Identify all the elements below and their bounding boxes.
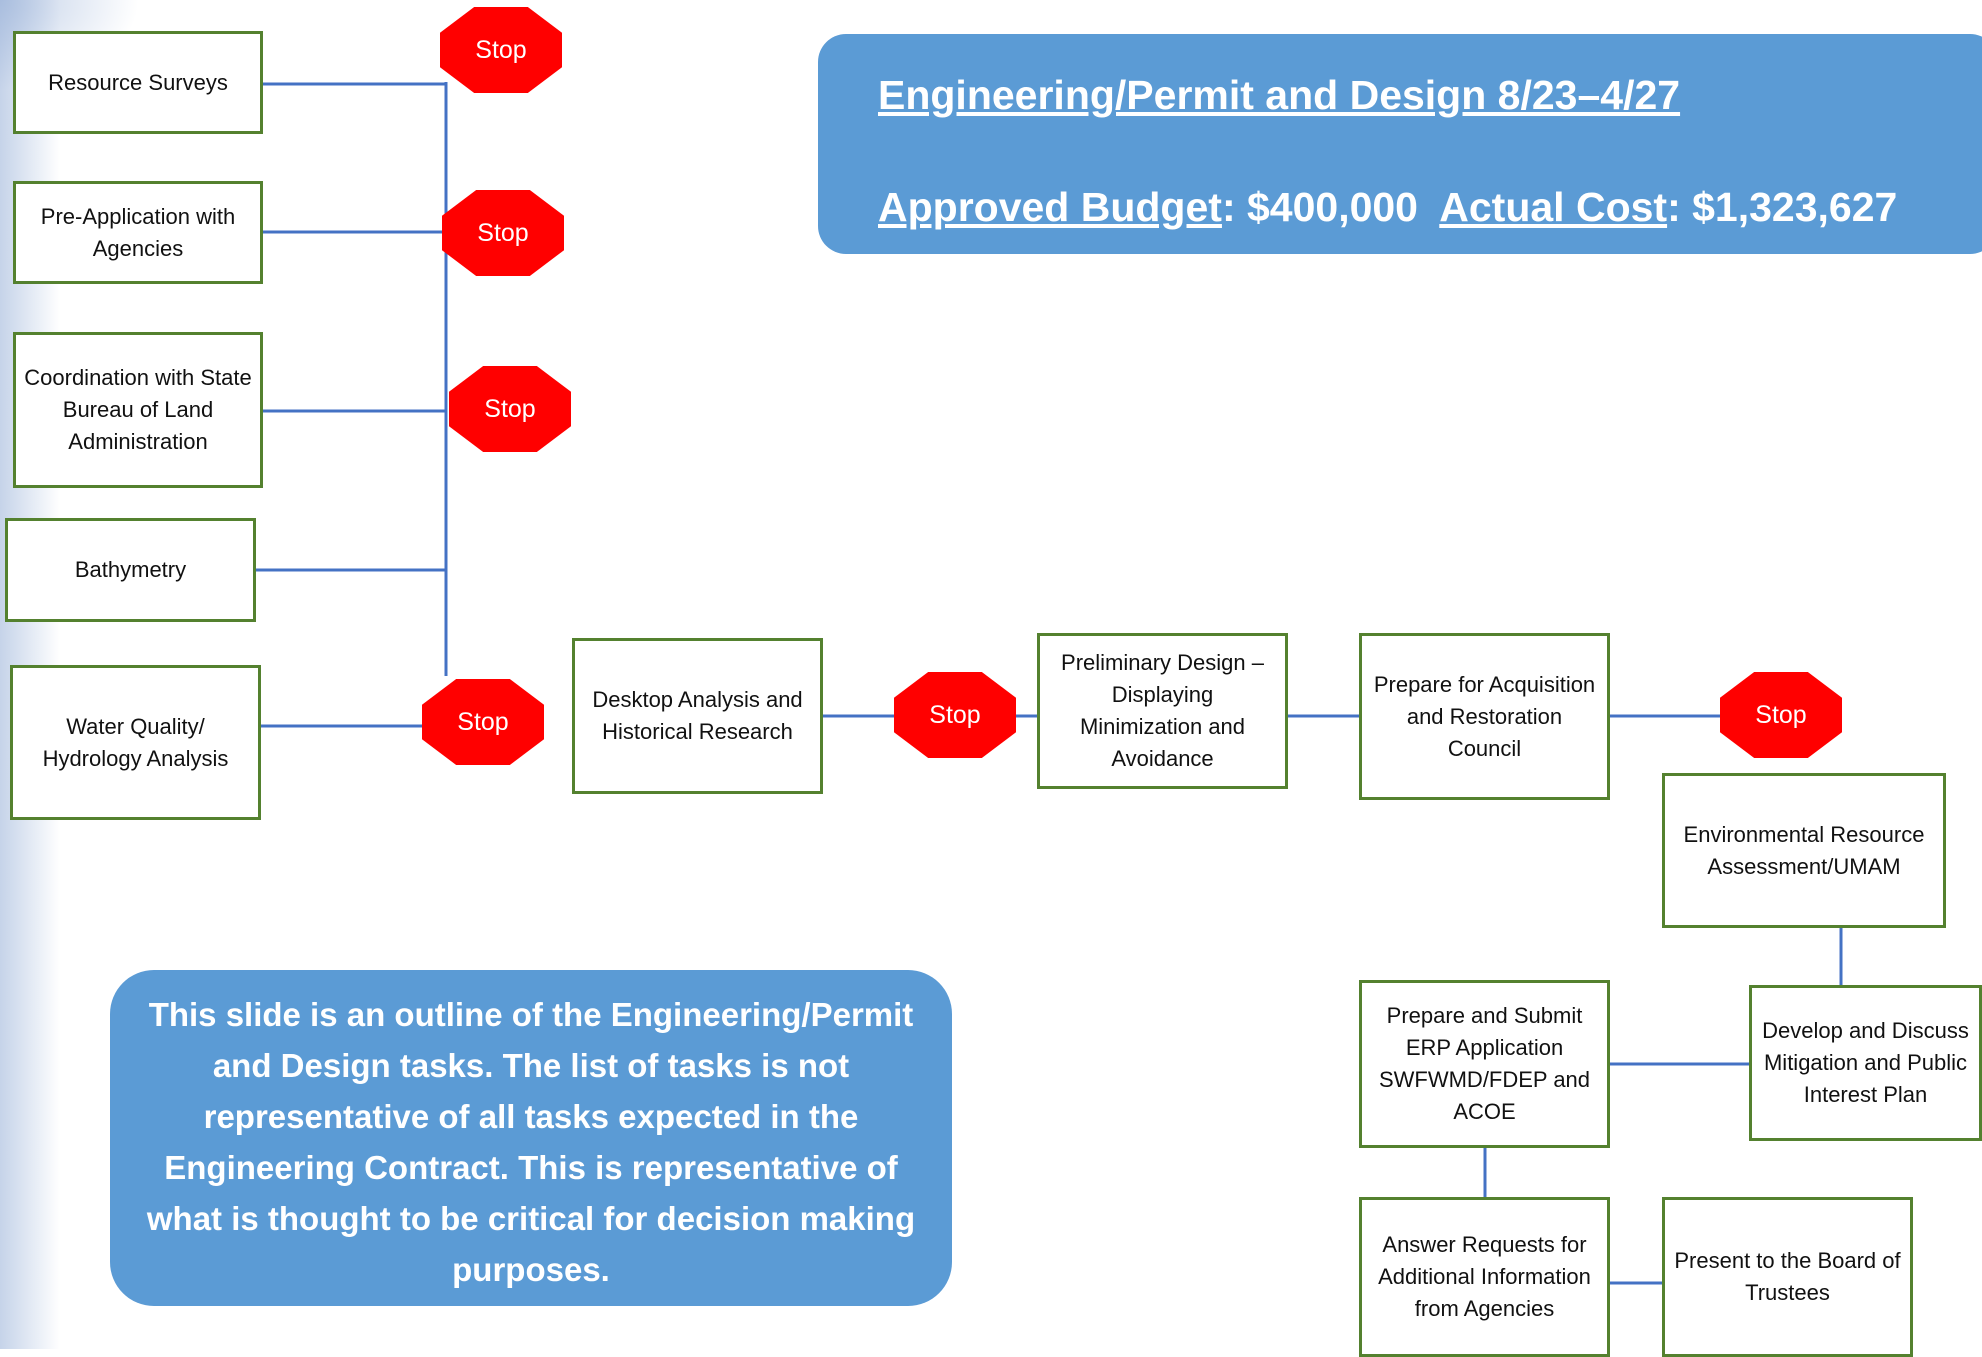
task-water-quality: Water Quality/ Hydrology Analysis [10, 665, 261, 820]
task-prepare-acquisition: Prepare for Acquisition and Restoration … [1359, 633, 1610, 800]
task-resource-surveys: Resource Surveys [13, 31, 263, 134]
actual-cost-label: Actual Cost [1439, 184, 1668, 230]
phase-title: Engineering/Permit and Design 8/23–4/27 [878, 72, 1681, 118]
disclaimer-text: This slide is an outline of the Engineer… [146, 996, 916, 1288]
budget-line: Approved Budget: $400,000 Actual Cost: $… [878, 184, 1897, 231]
task-coordination: Coordination with State Bureau of Land A… [13, 332, 263, 488]
task-desktop-analysis: Desktop Analysis and Historical Research [572, 638, 823, 794]
disclaimer-callout: This slide is an outline of the Engineer… [110, 970, 952, 1306]
task-environmental-assessment: Environmental Resource Assessment/UMAM [1662, 773, 1946, 928]
task-label: Water Quality/ Hydrology Analysis [42, 713, 229, 771]
task-label: Prepare and Submit ERP Application SWFWM… [1378, 1003, 1591, 1124]
task-prepare-erp: Prepare and Submit ERP Application SWFWM… [1359, 980, 1610, 1148]
stop-sign-water-quality: Stop [422, 679, 544, 765]
stop-sign-coordination: Stop [449, 366, 571, 452]
stop-sign-resource-surveys: Stop [440, 7, 562, 93]
task-label: Resource Surveys [48, 69, 228, 95]
actual-cost-value: : $1,323,627 [1667, 184, 1898, 230]
stop-sign-pre-application: Stop [442, 190, 564, 276]
task-preliminary-design: Preliminary Design –Displaying Minimizat… [1037, 633, 1288, 789]
task-label: Preliminary Design –Displaying Minimizat… [1061, 650, 1264, 771]
task-label: Prepare for Acquisition and Restoration … [1373, 671, 1596, 761]
task-present-board: Present to the Board of Trustees [1662, 1197, 1913, 1357]
task-develop-mitigation: Develop and Discuss Mitigation and Publi… [1749, 985, 1982, 1141]
task-label: Desktop Analysis and Historical Research [592, 687, 803, 744]
approved-budget-label: Approved Budget [878, 184, 1222, 230]
budget-banner: Engineering/Permit and Design 8/23–4/27 … [818, 34, 1982, 254]
task-label: Pre-Application with Agencies [40, 203, 236, 261]
task-label: Environmental Resource Assessment/UMAM [1683, 821, 1925, 879]
task-label: Present to the Board of Trustees [1674, 1248, 1901, 1305]
stop-sign-acquisition: Stop [1720, 672, 1842, 758]
task-pre-application: Pre-Application with Agencies [13, 181, 263, 284]
task-label: Answer Requests for Additional Informati… [1378, 1232, 1591, 1321]
stop-sign-desktop-analysis: Stop [894, 672, 1016, 758]
task-bathymetry: Bathymetry [5, 518, 256, 622]
task-answer-requests: Answer Requests for Additional Informati… [1359, 1197, 1610, 1357]
task-label: Develop and Discuss Mitigation and Publi… [1762, 1018, 1969, 1107]
task-label: Bathymetry [74, 557, 187, 582]
task-label: Coordination with State Bureau of Land A… [24, 365, 252, 454]
approved-budget-value: : $400,000 [1221, 184, 1418, 230]
